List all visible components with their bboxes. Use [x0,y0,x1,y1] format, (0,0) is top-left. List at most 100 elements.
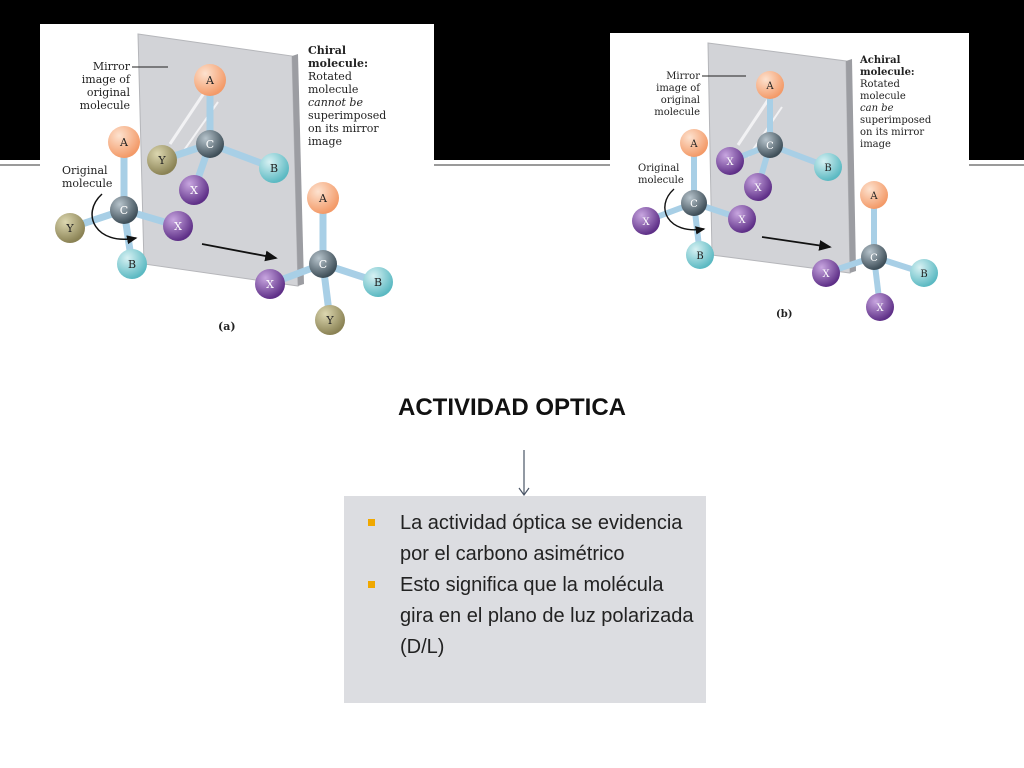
svg-text:image of: image of [82,73,131,86]
svg-text:Mirror: Mirror [93,60,131,73]
svg-text:molecule:: molecule: [308,57,368,70]
atom-x [812,259,840,287]
atom-label: Y [65,222,74,235]
atom-label: X [726,157,734,168]
atom-label: X [738,215,746,226]
atom-label: A [119,136,129,149]
svg-text:Rotated: Rotated [860,79,900,90]
figure-b-drawing: A X B X C A X X B C [632,42,938,321]
rotate-arrow [201,243,278,262]
svg-text:image: image [308,135,342,148]
mirror-image-molecule: A X B X C [716,71,842,201]
svg-text:image: image [860,139,891,150]
bullet-text: Esto significa que la molécula gira en e… [400,574,694,658]
svg-text:superimposed: superimposed [860,115,932,126]
svg-text:molecule: molecule [638,175,684,186]
svg-text:molecule: molecule [62,177,112,190]
panel-label-b: (b) [776,309,792,320]
atom-label: Y [325,314,334,327]
svg-text:image of: image of [656,83,701,94]
svg-text:can be: can be [860,103,894,114]
atom-label: C [206,138,214,151]
original-molecule: A X X B C [632,129,756,269]
atom-label: B [128,258,136,271]
atom-label: A [765,81,774,92]
atom-label: B [920,269,927,280]
achiral-caption: Achiral molecule: Rotated molecule can b… [859,55,932,150]
atom-x [728,205,756,233]
svg-text:Original: Original [62,164,108,177]
bullet-text: La actividad óptica se evidencia por el … [400,512,683,565]
atom-label: B [824,163,831,174]
atom-c [110,196,138,224]
atom-a [860,181,888,209]
top-divider-line [0,164,1024,166]
mirror-label: Mirror image of original molecule [654,71,701,118]
atom-a [756,71,784,99]
atom-label: X [642,217,650,228]
svg-text:cannot be: cannot be [308,96,363,109]
svg-text:molecule: molecule [654,107,700,118]
atom-x [632,207,660,235]
mirror-label: Mirror image of original molecule [80,60,131,112]
figure-a-drawing: A Y B X C A Y X B C [55,33,393,335]
atom-b [117,249,147,279]
svg-text:Original: Original [638,163,679,174]
atom-label: X [190,184,198,197]
atom-b [910,259,938,287]
bullet-list: La actividad óptica se evidencia por el … [362,508,696,663]
atom-label: X [822,269,830,280]
rotation-arrow [664,188,706,235]
atom-label: X [266,278,274,291]
atom-b [814,153,842,181]
atom-c [309,250,337,278]
atom-label: B [374,276,382,289]
info-box: La actividad óptica se evidencia por el … [344,496,706,703]
atom-c [757,132,783,158]
atom-y [147,145,177,175]
atom-b [686,241,714,269]
svg-text:on its mirror: on its mirror [860,127,924,138]
atom-label: C [766,141,774,152]
svg-text:molecule:: molecule: [860,67,915,78]
atom-y [315,305,345,335]
atom-y [55,213,85,243]
atom-label: B [270,162,278,175]
chiral-caption: Chiral molecule: Rotated molecule cannot… [308,44,386,148]
svg-text:molecule: molecule [308,83,358,96]
rotate-arrow [761,236,832,251]
atom-a [194,64,226,96]
atom-b [363,267,393,297]
atom-label: A [318,192,328,205]
atom-label: Y [157,154,166,167]
atom-x [179,175,209,205]
atom-x [255,269,285,299]
svg-text:original: original [661,95,700,106]
atom-label: A [205,74,215,87]
svg-text:Rotated: Rotated [308,70,352,83]
atom-label: X [876,303,884,314]
atom-c [861,244,887,270]
down-arrow-icon [518,450,530,497]
figure-a-chiral: A Y B X C A Y X B C [40,24,434,344]
rotated-molecule: A X B Y C [255,182,393,335]
svg-text:Achiral: Achiral [859,55,901,66]
atom-label: C [120,204,128,217]
atom-label: X [174,220,182,233]
atom-c [196,130,224,158]
list-item: La actividad óptica se evidencia por el … [362,508,696,570]
svg-text:original: original [87,86,131,99]
atom-label: X [754,183,762,194]
svg-text:superimposed: superimposed [308,109,386,122]
bullet-square-icon [368,519,375,526]
atom-label: A [689,139,698,150]
atom-label: B [696,251,703,262]
bullet-square-icon [368,581,375,588]
mirror-image-molecule: A Y B X C [147,64,289,205]
atom-label: C [870,253,878,264]
panel-label-a: (a) [218,320,236,333]
svg-text:on its mirror: on its mirror [308,122,379,135]
original-molecule: A Y X B C [55,126,193,279]
atom-label: C [319,258,327,271]
atom-a [680,129,708,157]
